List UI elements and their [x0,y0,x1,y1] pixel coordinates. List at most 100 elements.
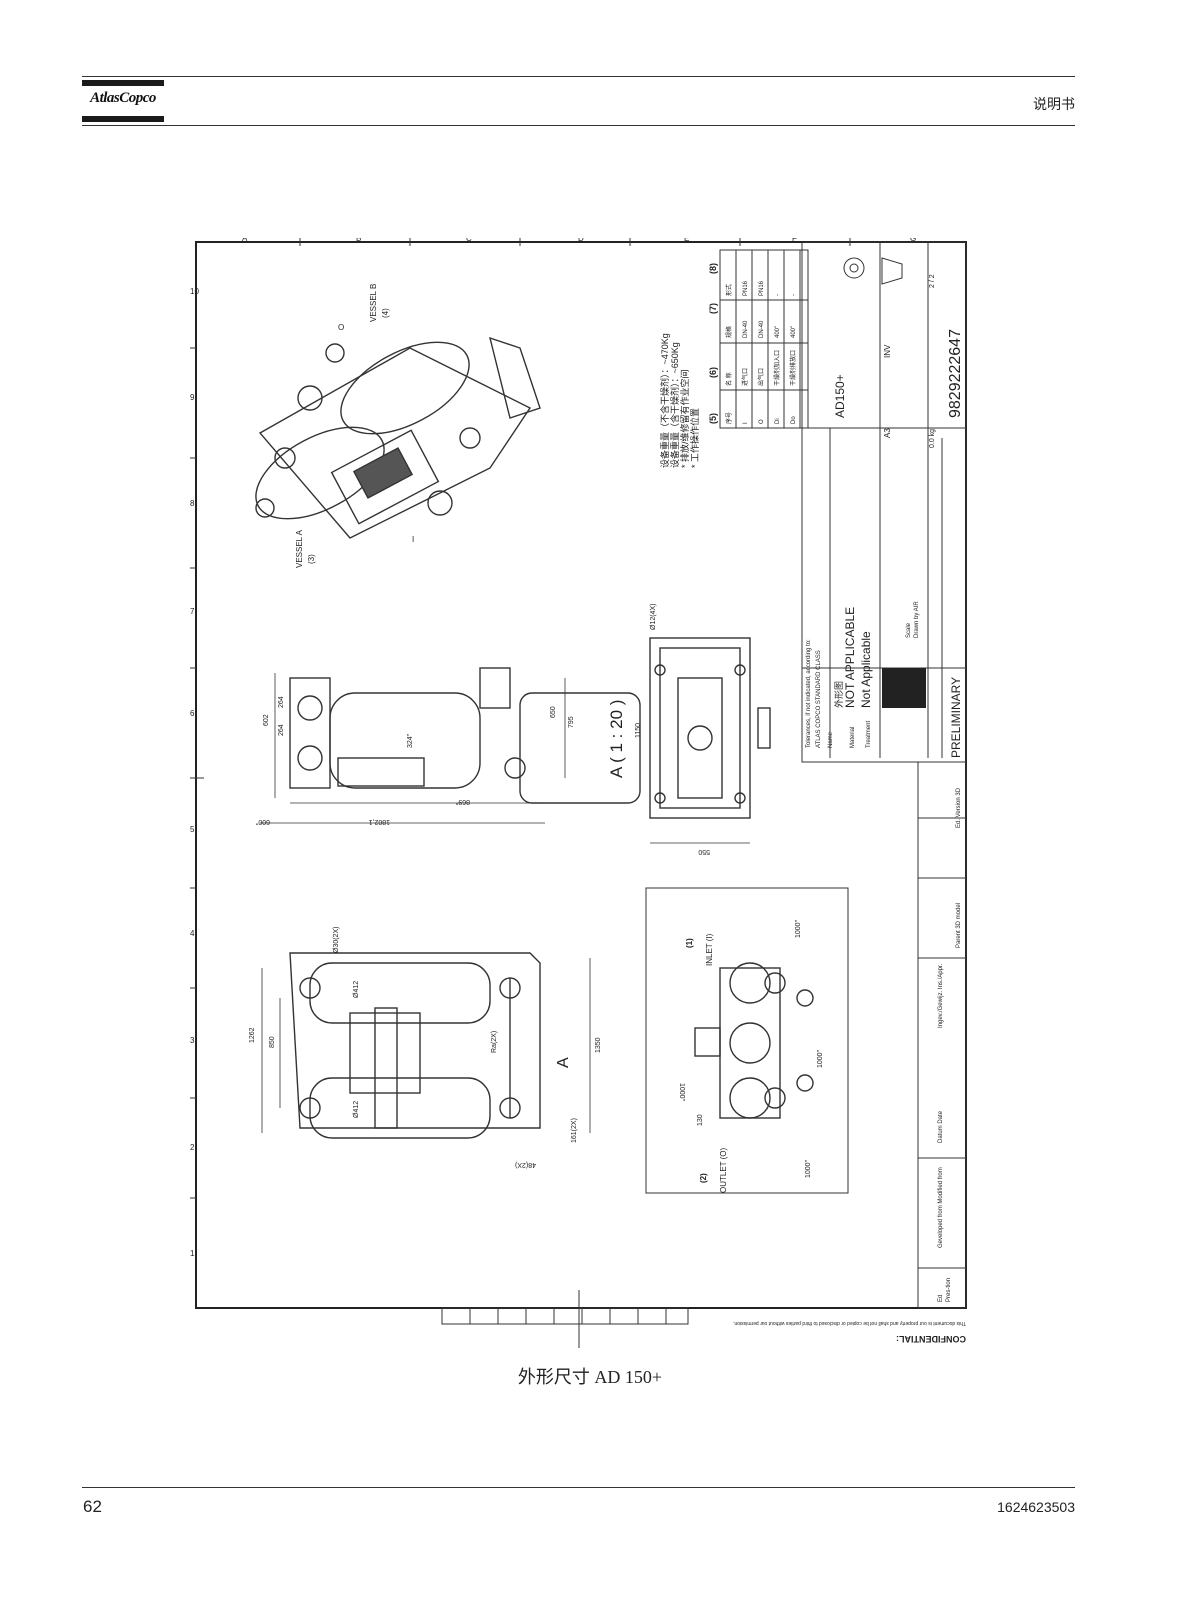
row-label: 7 [190,607,195,616]
table-cell: 400" [775,326,781,338]
col-label: B [356,238,361,243]
title-block-text: Tolerances, if not indicated, according … [806,274,964,1302]
scale-label: Scale [906,622,912,638]
end-view [649,637,771,819]
top-dims: 1262 850 1350 161(2X) 48(2X) Ø30(2X) Ø41… [249,927,602,1168]
note-10: 设备重量（含干燥剂）：~650Kg [669,342,680,468]
strip-ed: Ed [938,1295,944,1302]
model-code: AD150+ [833,374,847,418]
table-header: 序号 [725,412,733,424]
table-header: 形式 [725,284,733,296]
dim-label: 795 [568,716,575,728]
vessel-a-num: (3) [307,554,316,564]
col-num: (6) [708,367,718,378]
logo-text: AtlasCopco [90,90,156,106]
row-label: 5 [190,825,195,834]
header-rule-top [82,76,1075,77]
table-cell: - [791,294,797,296]
dim-label: 264 [278,724,285,736]
part-label: Ø30(2X) [333,927,340,953]
name-label: Name [828,731,834,748]
projection-symbol [843,257,903,285]
footer-rule [82,1487,1075,1488]
note-12: * 工作操作位置 [689,408,700,468]
dim-label: 1262 [249,1027,256,1043]
col-label: A [242,238,248,243]
dim-label: 1000" [805,1159,812,1178]
hole-label: Ø12(4X) [650,604,657,630]
table-cell: 干燥剂排放口 [789,350,797,386]
row-labels: 1 2 3 4 5 6 7 8 9 10 [190,287,199,1258]
row-label: 8 [190,499,195,508]
name-value: 外形图 [833,681,844,708]
clearance-box [645,887,849,1194]
clearance-dims: 1000" 1000" 1000" 1000" 130 [678,919,824,1178]
row-label: 6 [190,709,195,718]
side-dims: 602 264 264 650 795 1802,1 869" 600" 324… [255,696,575,825]
standard-text: ATLAS COPCO STANDARD CLASS [816,650,822,748]
table-cell: DN-40 [743,320,749,338]
dim-label: 130 [697,1114,704,1126]
status-preliminary: PRELIMINARY [949,677,963,758]
col-num: (5) [708,413,718,424]
table-cell: 干燥剂加入口 [773,350,781,386]
title-block-logo [882,668,926,708]
side-view [289,667,641,804]
table-header: 名 称 [725,372,733,386]
row-label: 9 [190,393,195,402]
column-labels: A B C D E F G [242,238,916,243]
inlet-num: (1) [685,938,694,948]
dim-label: 1150 [635,723,642,738]
part-label: Ø412 [353,981,360,998]
dim-label: 1000" [795,919,802,938]
outlet-label: OUTLET (O) [719,1147,728,1193]
part-label: Ra(2X) [491,1031,498,1053]
note-9: 设备重量（不含干燥剂）：~470Kg [659,333,670,468]
strip-pres: Pres-tion [946,1278,952,1302]
i-label: I [412,535,414,544]
table-cell: O [759,419,765,424]
header-rule-bottom [82,125,1075,126]
row-label: 4 [190,929,195,938]
table-cell: I [743,422,749,424]
end-dims: Ø12(4X) 1150 550 [635,604,710,855]
table-cell: - [775,294,781,296]
inlet-label: INLET (I) [705,933,714,966]
isometric-view [255,336,541,539]
col-label: C [466,238,472,243]
page-number: 62 [83,1497,102,1516]
table-cell: 400" [791,326,797,338]
o-label: O [338,323,344,332]
inv-label: INV [883,344,892,358]
part-label: Ø412 [353,1101,360,1118]
section-label: A ( 1 : 20 ) [607,700,626,778]
row-label: 2 [190,1143,195,1152]
strip-developed: Geveloped from Modified from [938,1167,944,1248]
iso-labels: VESSEL A (3) VESSEL B (4) O I [295,284,414,568]
outlet-num: (2) [699,1173,708,1183]
note-11: * 排放/维修留有作业空间 [679,369,690,468]
notes: 设备重量（不含干燥剂）：~470Kg 设备重量（含干燥剂）：~650Kg * 排… [659,333,700,468]
material-value: NOT APPLICABLE [843,607,857,708]
atlas-copco-logo: AtlasCopco [82,80,164,122]
table-cell: Do [791,416,797,424]
table-cell: DN-40 [759,320,765,338]
vessel-a-label: VESSEL A [295,529,304,568]
row-label: 1 [190,1249,195,1258]
table-cell: 进气口 [741,368,749,386]
revision-strip [441,1290,689,1348]
size-label: A3 [883,428,892,438]
vessel-b-label: VESSEL B [369,284,378,322]
table-header: 规格 [725,326,733,338]
dim-label: 602 [263,714,270,726]
weight: 0.0 kg [929,429,936,448]
row-label: 3 [190,1036,195,1045]
treatment-label: Treatment [866,721,872,748]
title-block [801,241,967,1309]
dim-label: 324" [407,733,414,748]
dim-label: 1000" [678,1083,685,1102]
table-cell: PN16 [759,280,765,296]
dim-label: 850 [269,1036,276,1048]
table-cell: Di [775,418,781,424]
parent-model: Parent 3D model [956,903,962,948]
